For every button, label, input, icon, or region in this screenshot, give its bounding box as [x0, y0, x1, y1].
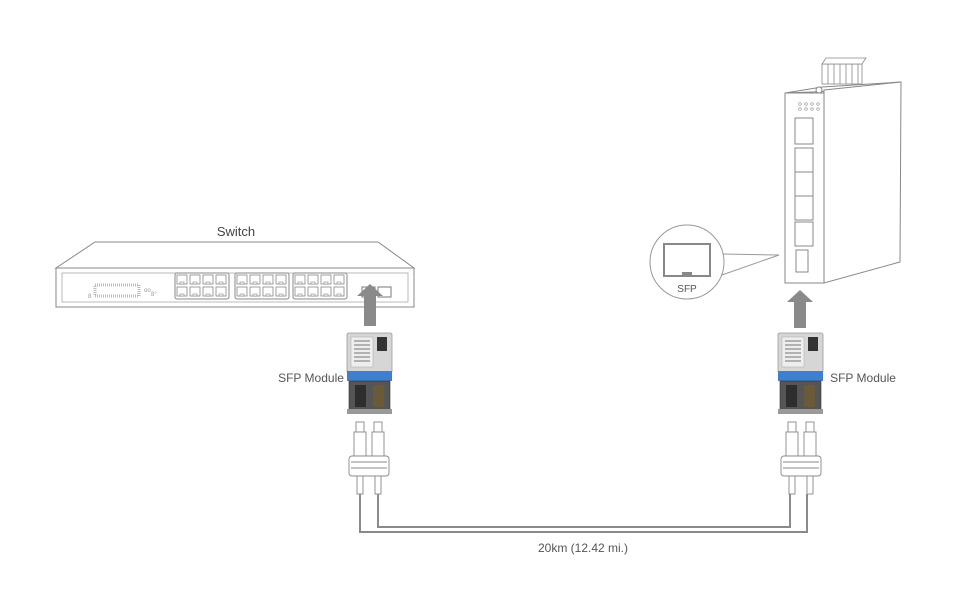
distance-label: 20km (12.42 mi.) [537, 541, 629, 555]
sfp-port-callout [649, 224, 780, 300]
fiber-cable [359, 494, 808, 533]
sfp-module-right [777, 332, 824, 415]
industrial-switch-device [784, 57, 902, 284]
sfp-callout-label: SFP [677, 284, 697, 295]
sfp-module-label-right: SFP Module [830, 371, 896, 385]
sfp-module-left [346, 332, 393, 415]
sfp-module-label-left: SFP Module [278, 371, 344, 385]
insert-arrow-left [357, 284, 383, 326]
svg-text:8°: 8° [151, 292, 157, 298]
ethernet-ports [174, 272, 348, 300]
insert-arrow-right [787, 290, 813, 328]
svg-text:oo: oo [144, 288, 151, 294]
fiber-connector-right [780, 421, 822, 495]
fiber-connector-left [348, 421, 390, 495]
switch-device: 8 oo 8° [54, 241, 416, 308]
svg-text:8: 8 [88, 294, 92, 300]
switch-label: Switch [216, 224, 256, 239]
